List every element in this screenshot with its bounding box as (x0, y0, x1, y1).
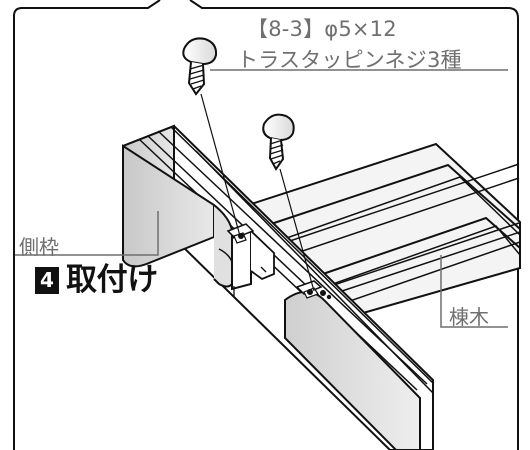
screw-guide-line (279, 168, 315, 292)
step-title: 取付け (66, 261, 158, 298)
panel-outline (13, 0, 519, 450)
screw-type-label: トラスタッピンネジ3種 (237, 48, 462, 72)
fastening-points (226, 223, 332, 300)
screw-icon (262, 113, 295, 171)
ridge-bar-leader-line (440, 255, 508, 328)
screw-guide-line (200, 93, 241, 237)
screw-spec-label: 【8-3】φ5×12 (247, 17, 397, 41)
screw-icon (182, 37, 218, 96)
step-heading: 4 取付け (35, 262, 158, 298)
side-frame-label: 側枠 (19, 235, 59, 259)
ridge-bar-label: 棟木 (449, 305, 489, 329)
side-frame-leader-line (15, 211, 159, 256)
step-number-badge: 4 (35, 266, 59, 294)
side-frame (121, 124, 434, 450)
